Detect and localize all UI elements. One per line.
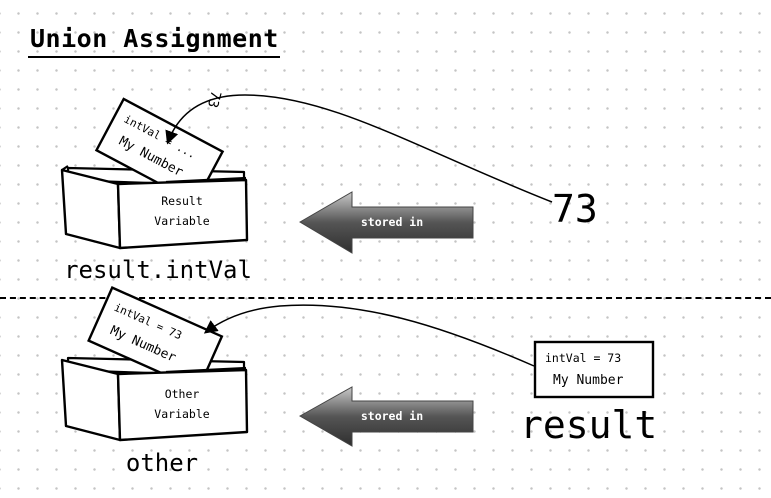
bottom-curved-arrow: [203, 304, 535, 367]
top-curved-arrow: [165, 94, 553, 203]
result-variable-name: result.intVal: [64, 256, 252, 284]
source-card-line2: My Number: [553, 373, 624, 388]
top-scene: intVal = ... My Number Result Variable r…: [60, 89, 598, 284]
other-variable-name: other: [126, 449, 198, 477]
source-variable-name: result: [520, 403, 657, 447]
bottom-scene: intVal = 73 My Number Other Variable oth…: [60, 286, 657, 477]
result-box-label-line2: Variable: [154, 214, 209, 228]
top-stored-in-label: stored in: [361, 215, 423, 229]
source-result-card: intVal = 73 My Number: [533, 340, 655, 399]
section-divider: [0, 297, 771, 299]
title-underline: [28, 56, 280, 58]
other-box-label-line2: Variable: [154, 407, 209, 421]
result-box: intVal = ... My Number Result Variable: [60, 97, 249, 250]
top-stored-in-arrow: stored in: [299, 191, 474, 254]
page-title: Union Assignment: [30, 24, 279, 53]
source-card-line1: intVal = 73: [545, 351, 621, 365]
other-box: intVal = 73 My Number Other Variable: [60, 286, 249, 442]
result-box-label-line1: Result: [161, 194, 203, 208]
other-box-label-line1: Other: [165, 387, 200, 401]
flying-value: 73: [204, 89, 224, 109]
value-73: 73: [552, 187, 598, 231]
bottom-stored-in-label: stored in: [361, 409, 423, 423]
bottom-stored-in-arrow: stored in: [298, 386, 474, 447]
